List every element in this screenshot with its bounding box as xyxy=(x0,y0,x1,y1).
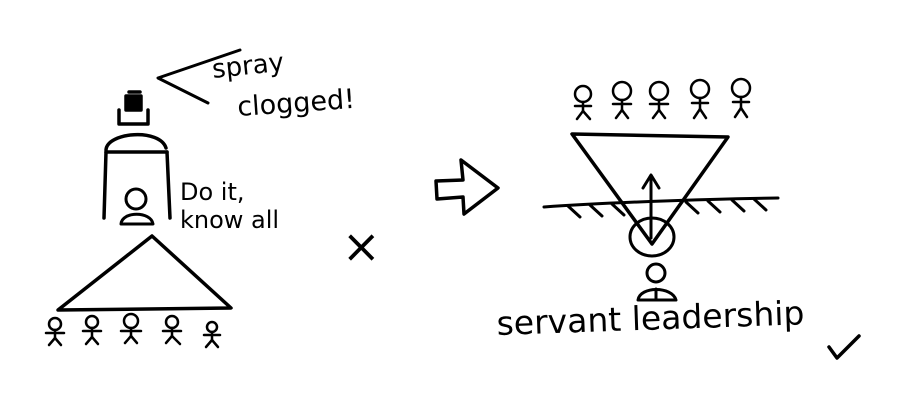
left-panel: spray clogged! Do it, know all × xyxy=(44,48,381,349)
leader-text-line1: Do it, xyxy=(180,178,245,206)
stick-figure-icon xyxy=(689,78,711,120)
team-members-top xyxy=(573,77,752,121)
stick-figure-icon xyxy=(161,314,183,346)
stick-figure-icon xyxy=(611,80,633,120)
servant-leadership-caption: servant leadership xyxy=(496,293,805,343)
callout-text-line1: spray xyxy=(211,48,286,85)
stick-figure-icon xyxy=(730,77,752,119)
stick-figure-icon xyxy=(202,320,222,349)
leader-figure-icon xyxy=(119,187,155,226)
stick-figure-icon xyxy=(44,316,66,347)
callout-text-line2: clogged! xyxy=(236,84,356,123)
stick-figure-icon xyxy=(119,312,143,345)
transition-arrow-icon xyxy=(434,158,500,216)
up-arrow-icon xyxy=(641,173,661,240)
hierarchy-pyramid xyxy=(56,234,233,312)
team-members-bottom xyxy=(44,312,222,349)
inverted-pyramid xyxy=(570,132,730,246)
cross-mark-icon: × xyxy=(342,219,381,273)
leader-text-line2: know all xyxy=(180,206,279,234)
check-mark-icon xyxy=(827,334,861,360)
servant-leader-figure-icon xyxy=(636,262,678,302)
stick-figure-icon xyxy=(81,314,103,346)
stick-figure-icon xyxy=(573,84,593,121)
spray-can-icon xyxy=(102,90,172,220)
callout-pointer xyxy=(156,48,242,105)
stick-figure-icon xyxy=(648,80,670,120)
check-mark-symbol: ✓ xyxy=(0,0,1,1)
ground-line xyxy=(542,196,780,219)
right-panel: servant leadership ✓ xyxy=(0,0,861,360)
